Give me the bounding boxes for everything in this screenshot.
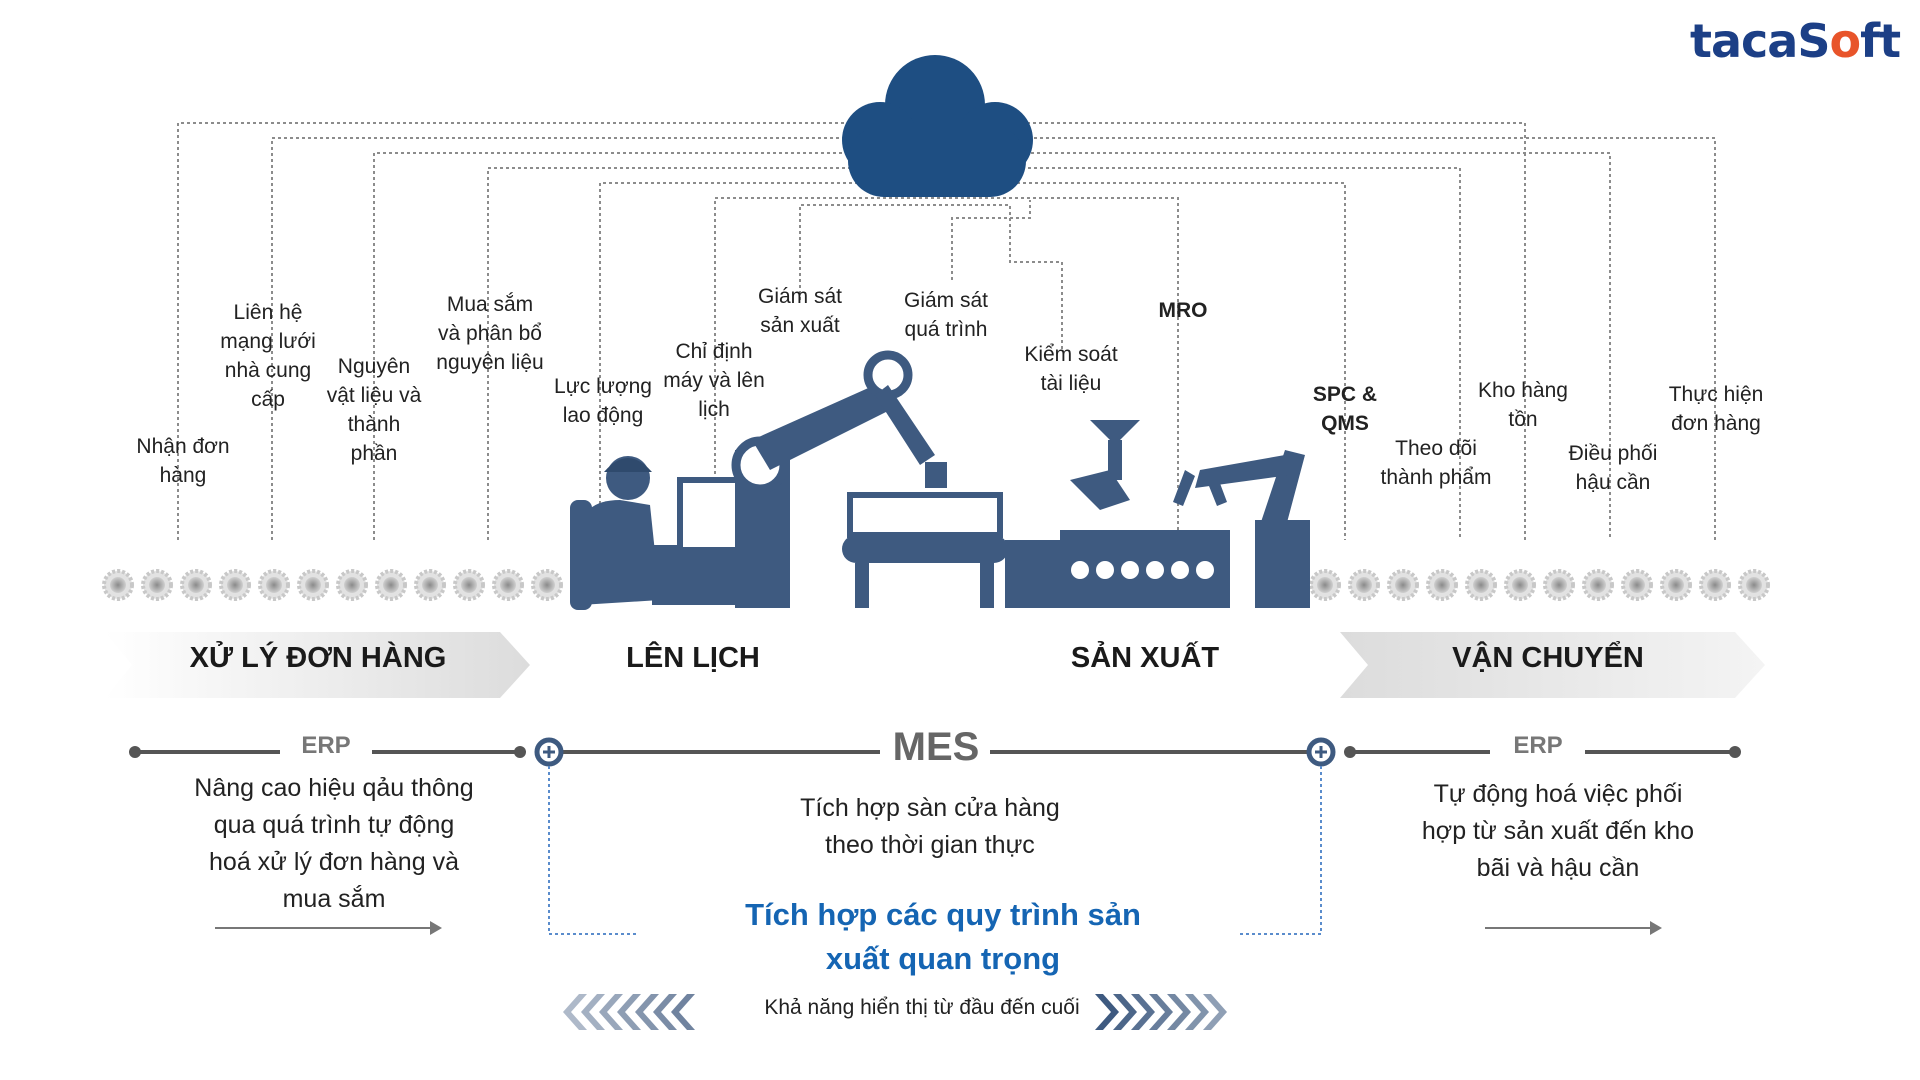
gear-icon [141,569,173,601]
gear-icon [1699,569,1731,601]
tacasoft-logo: tacaSoft [1690,14,1901,68]
gear-icon [1426,569,1458,601]
erp-right-label: ERP [1513,732,1563,759]
gear-icon [492,569,524,601]
label-machine-scheduling: Chỉ định máy và lên lịch [663,340,765,421]
label-order-receipt: Nhận đơn hàng [136,435,230,487]
label-order-fulfillment: Thực hiện đơn hàng [1668,383,1764,435]
visibility-caption: Khả năng hiển thị từ đầu đến cuối [764,996,1080,1019]
chevron-left-icon [635,994,659,1030]
label-production-monitoring: Giám sát sản xuất [757,285,843,337]
label-mro: MRO [1158,299,1208,322]
visibility-chevrons-left [563,994,695,1030]
label-document-control: Kiểm soát tài liệu [1024,343,1118,395]
stage-shipping: VẬN CHUYỂN [1452,642,1644,674]
gear-icon [1504,569,1536,601]
erp-left-label: ERP [301,732,351,759]
gear-icon [1738,569,1770,601]
gear-icon [1387,569,1419,601]
desc-mes: Tích hợp sàn cửa hàng theo thời gian thự… [800,794,1060,859]
gear-icon [102,569,134,601]
gear-icon [1621,569,1653,601]
gear-icon [1660,569,1692,601]
highlight-critical-integration: Tích hợp các quy trình sản xuất quan trọ… [745,897,1141,976]
stage-production: SẢN XUẤT [1070,642,1220,674]
label-materials: Nguyên vật liệu và thành phần [326,355,422,465]
chevron-left-icon [617,994,641,1030]
chevron-shipping [1340,632,1765,698]
mes-label: MES [892,725,980,769]
chevron-right-icon [1167,994,1191,1030]
gear-icon [180,569,212,601]
mes-bracket [548,766,1322,935]
label-procurement: Mua sắm và phân bổ nguyên liệu [436,293,544,374]
stage-scheduling: LÊN LỊCH [626,642,760,674]
label-logistics: Điều phối hậu cần [1568,442,1658,494]
visibility-chevrons-right [1095,994,1227,1030]
chevron-right-icon [1113,994,1137,1030]
label-supplier-network: Liên hệ mạng lưới nhà cung cấp [220,301,316,411]
chevron-right-icon [1149,994,1173,1030]
factory-illustration [570,350,1310,610]
chevron-right-icon [1185,994,1209,1030]
cloud-icon [842,55,1033,197]
gear-icon [219,569,251,601]
label-spc-qms: SPC & QMS [1312,383,1378,435]
label-labor: Lực lượng lao động [554,375,652,427]
mes-plus-nodes [534,737,1336,767]
gear-conveyor [102,569,1770,601]
gear-icon [531,569,563,601]
gear-icon [1582,569,1614,601]
gear-icon [258,569,290,601]
label-process-monitoring: Giám sát quá trình [903,289,989,341]
gear-icon [336,569,368,601]
chevron-left-icon [671,994,695,1030]
chevron-left-icon [653,994,677,1030]
label-finished-goods: Theo dõi thành phẩm [1380,437,1492,489]
chevron-right-icon [1203,994,1227,1030]
gear-icon [453,569,485,601]
gear-icon [375,569,407,601]
chevron-left-icon [563,994,587,1030]
chevron-right-icon [1131,994,1155,1030]
gear-icon [414,569,446,601]
gear-icon [297,569,329,601]
chevron-left-icon [581,994,605,1030]
chevron-order-processing [105,632,530,698]
stage-order-processing: XỬ LÝ ĐƠN HÀNG [189,642,447,674]
desc-shipping: Tự động hoá việc phối hợp từ sản xuất đế… [1421,780,1695,882]
desc-order-processing: Nâng cao hiệu qảu thông qua quá trình tự… [194,774,474,913]
gear-icon [1543,569,1575,601]
gear-icon [1309,569,1341,601]
label-inventory: Kho hàng tồn [1478,379,1568,431]
gear-icon [1348,569,1380,601]
chevron-right-icon [1095,994,1119,1030]
gear-icon [1465,569,1497,601]
system-nodes [129,746,1741,758]
chevron-left-icon [599,994,623,1030]
